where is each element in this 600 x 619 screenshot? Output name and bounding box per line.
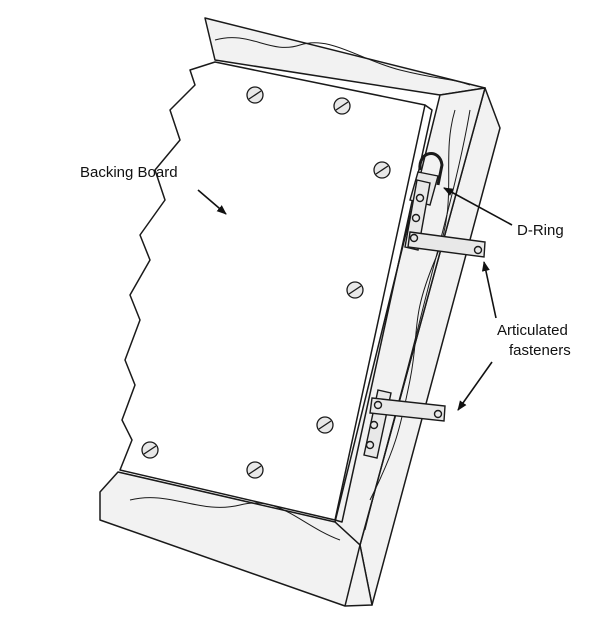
backing-board-label: Backing Board — [80, 164, 178, 181]
fasteners-label-line2: fasteners — [509, 342, 571, 359]
screw-icon — [373, 161, 391, 179]
d-ring-arrow — [443, 187, 513, 226]
screw-icon — [246, 86, 264, 104]
screw-icon — [333, 97, 351, 115]
backing-board-edge — [334, 104, 433, 523]
fastener-arrow-2 — [457, 361, 493, 411]
wood-grain — [129, 37, 471, 541]
screws — [141, 86, 391, 479]
articulated-fastener — [404, 179, 486, 258]
screw-icon — [346, 281, 364, 299]
backing-board-arrow — [197, 189, 227, 215]
fastener-arrow-1 — [481, 261, 497, 319]
screw-icon — [246, 461, 264, 479]
backing-board — [119, 61, 426, 521]
frame-bevel-line — [344, 544, 361, 607]
frame-bottom-rail — [99, 471, 373, 607]
d-ring-label: D-Ring — [517, 222, 564, 239]
articulated-fastener — [363, 389, 446, 459]
fasteners-label-line1: Articulated — [497, 322, 568, 339]
screw-icon — [316, 416, 334, 434]
screw-icon — [141, 441, 159, 459]
